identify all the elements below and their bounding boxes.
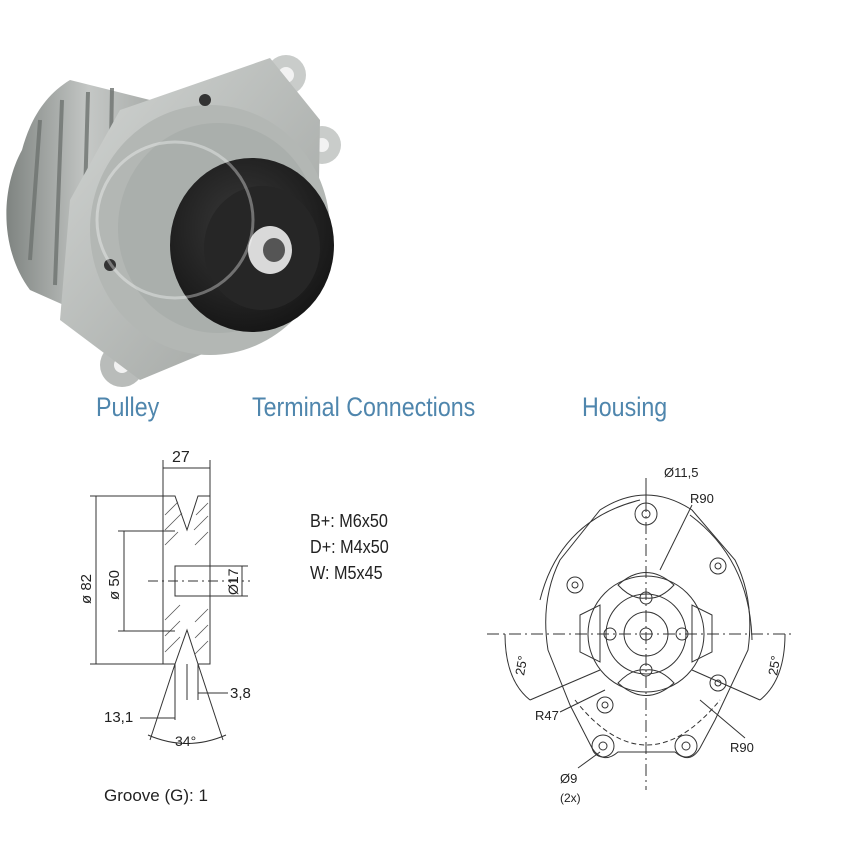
dim-width-label: 27 — [172, 449, 190, 466]
dim-groove-width-label: 3,8 — [230, 685, 251, 702]
dim-outer-diameter-label: ø 82 — [80, 574, 95, 604]
terminal-list: B+: M6x50 D+: M4x50 W: M5x45 — [310, 508, 398, 586]
dim-inner-diameter-label: ø 50 — [106, 570, 123, 600]
housing-radius-right-label: R90 — [730, 740, 754, 755]
housing-hole-count-label: (2x) — [560, 791, 581, 805]
heading-housing: Housing — [582, 392, 668, 422]
housing-radius-left-label: R47 — [535, 708, 559, 723]
dim-offset-label: 13,1 — [104, 709, 133, 726]
housing-angle-left-label: 25° — [512, 655, 530, 677]
pulley-outline — [162, 495, 211, 665]
housing-radius-top-label: R90 — [690, 491, 714, 506]
heading-pulley: Pulley — [96, 392, 160, 422]
pulley-drawing: 27 ø 82 ø 50 Ø17 13,1 3,8 34° — [80, 449, 251, 749]
terminal-d-plus: D+: M4x50 — [310, 537, 389, 557]
dim-angle-label: 34° — [175, 733, 196, 749]
housing-hole-bottom-label: Ø9 — [560, 771, 577, 786]
groove-label: Groove (G): 1 — [104, 786, 208, 805]
terminal-b-plus: B+: M6x50 — [310, 511, 388, 531]
housing-angle-right-label: 25° — [765, 655, 783, 677]
housing-outline — [545, 494, 751, 759]
alternator-photo — [6, 55, 341, 387]
housing-hole-top-label: Ø11,5 — [664, 465, 698, 480]
terminal-w: W: M5x45 — [310, 563, 383, 583]
dim-bore-label: Ø17 — [225, 568, 241, 595]
heading-terminal-connections: Terminal Connections — [252, 392, 476, 422]
housing-drawing: Ø11,5 R90 R47 R90 25° 25° Ø9 (2x) — [487, 465, 793, 805]
